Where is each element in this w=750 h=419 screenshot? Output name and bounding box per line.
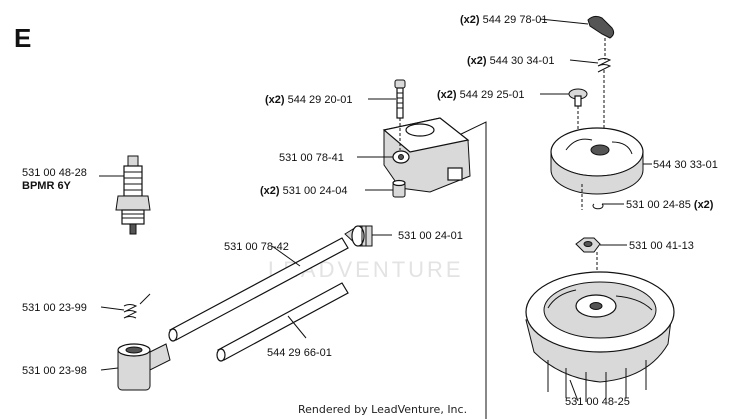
ignition-module-drawing: [382, 117, 471, 193]
flywheel-drawing: [525, 271, 675, 402]
part-label-p3[interactable]: (x2) 544 29 25-01: [437, 89, 524, 101]
starter-cup-drawing: [550, 127, 644, 210]
part-label-p9[interactable]: 531 00 24-01: [398, 230, 463, 242]
part-label-p8[interactable]: 531 00 24-85 (x2): [626, 199, 714, 211]
pawl-screw-drawing: [568, 88, 588, 132]
part-label-p10[interactable]: 531 00 78-42: [224, 241, 289, 253]
spark-plug-drawing: [115, 155, 151, 235]
spacer-sleeve-drawing: [392, 179, 406, 198]
contact-spring-drawing: [123, 293, 151, 319]
part-label-p16[interactable]: 531 00 48-28: [22, 167, 87, 179]
part-label-p4[interactable]: (x2) 544 29 20-01: [265, 94, 352, 106]
plug-cap-drawing: [117, 343, 171, 391]
part-label-p12[interactable]: 531 00 23-99: [22, 302, 87, 314]
part-label-p6[interactable]: 544 30 33-01: [653, 159, 718, 171]
part-label-p15[interactable]: 531 00 48-25: [565, 396, 630, 408]
part-label-p11[interactable]: 531 00 41-13: [629, 240, 694, 252]
part-label-p16-subtitle: BPMR 6Y: [22, 180, 72, 192]
module-screw-drawing: [394, 79, 406, 150]
part-label-p14[interactable]: 531 00 23-98: [22, 365, 87, 377]
footer-credit: Rendered by LeadVenture, Inc.: [298, 403, 467, 416]
circlip-drawing: [592, 203, 604, 210]
part-label-p1[interactable]: (x2) 544 29 78-01: [460, 14, 547, 26]
part-label-p13[interactable]: 544 29 66-01: [267, 347, 332, 359]
frame-line: [454, 121, 487, 419]
lead-tube-drawing: [216, 282, 349, 362]
part-label-p7[interactable]: (x2) 531 00 24-04: [260, 185, 347, 197]
leader-lines: [99, 18, 652, 402]
pawl-drawing: [587, 15, 615, 60]
plug-boot-drawing: [344, 225, 373, 247]
part-label-p5[interactable]: 531 00 78-41: [279, 152, 344, 164]
section-letter: E: [14, 23, 31, 53]
part-label-p2[interactable]: (x2) 544 30 34-01: [467, 55, 554, 67]
pawl-spring-drawing: [597, 58, 612, 130]
ignition-lead-drawing: [168, 237, 349, 342]
